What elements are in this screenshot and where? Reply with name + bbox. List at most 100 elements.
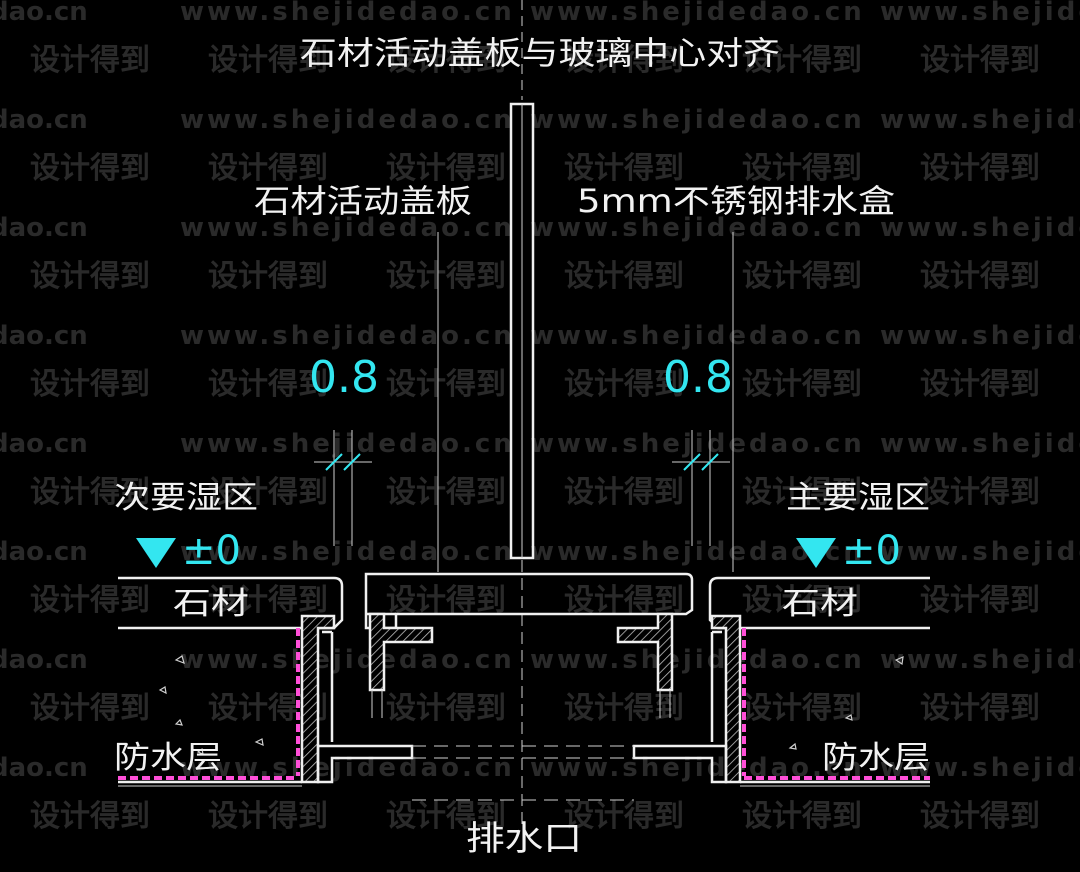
watermark-text: 设计得到: [564, 475, 684, 510]
drain-outlet-label: 排水口: [466, 819, 582, 859]
watermark-text: 设计得到: [208, 151, 328, 186]
watermark-url: dao.cn: [0, 753, 88, 783]
waterproof-left-label: 防水层: [114, 740, 222, 776]
watermark-url: www.shejidedao.cn: [180, 429, 515, 459]
watermark-text: 设计得到: [742, 583, 862, 618]
watermark-url: www.shejidedao.cn: [880, 645, 1080, 675]
watermark-url: www.shejidedao.cn: [880, 429, 1080, 459]
watermark-text: 设计得到: [920, 583, 1040, 618]
watermark-url: www.shejidedao.cn: [880, 537, 1080, 567]
center-axes: [437, 0, 734, 830]
watermark-text: 设计得到: [920, 43, 1040, 78]
watermark-text: 设计得到: [30, 583, 150, 618]
watermark-text: 设计得到: [386, 259, 506, 294]
waterproof-layer-left: [118, 628, 300, 780]
dimension-mark-right: [672, 430, 730, 546]
level-right-value: ±0: [842, 528, 901, 574]
watermark-text: 设计得到: [386, 691, 506, 726]
dimension-right-value: 0.8: [663, 352, 733, 403]
watermark-text: 设计得到: [208, 475, 328, 510]
watermark-text: 设计得到: [742, 367, 862, 402]
watermark-url: www.shejidedao.cn: [530, 0, 865, 27]
stone-right-label: 石材: [782, 586, 858, 622]
watermark-text: 设计得到: [386, 43, 506, 78]
cover-bracket-left: [368, 612, 434, 718]
watermark-text: 设计得到: [742, 475, 862, 510]
watermark-text: 设计得到: [208, 367, 328, 402]
watermark-url: dao.cn: [0, 213, 88, 243]
watermark-text: 设计得到: [920, 799, 1040, 834]
watermark-text: 设计得到: [386, 799, 506, 834]
watermark-text: 设计得到: [386, 151, 506, 186]
watermark-text: 设计得到: [30, 43, 150, 78]
watermark-text: 设计得到: [742, 691, 862, 726]
watermark-text: 设计得到: [208, 43, 328, 78]
drain-box-bottom-dashed: [412, 745, 634, 801]
watermark-text: 设计得到: [386, 367, 506, 402]
watermark-text: 设计得到: [920, 259, 1040, 294]
base-lines: [118, 780, 930, 787]
watermark-text: 设计得到: [564, 691, 684, 726]
watermark-url: www.shejidedao.cn: [530, 213, 865, 243]
watermark-text: 设计得到: [742, 259, 862, 294]
watermark-url: dao.cn: [0, 0, 88, 27]
watermark-layer: dao.cn www.shejidedao.cn www.shejidedao.cn…: [0, 0, 1080, 834]
dimension-mark-left: [314, 430, 372, 546]
watermark-url: www.shejidedao.cn: [880, 213, 1080, 243]
watermark-url: www.shejidedao.cn: [180, 105, 515, 135]
zone-right-label: 主要湿区: [786, 480, 930, 516]
waterproof-right-label: 防水层: [822, 740, 930, 776]
watermark-text: 设计得到: [208, 583, 328, 618]
watermark-url: dao.cn: [0, 429, 88, 459]
watermark-url: dao.cn: [0, 105, 88, 135]
watermark-text: 设计得到: [742, 799, 862, 834]
zone-left-label: 次要湿区: [114, 480, 258, 516]
watermark-url: www.shejidedao.cn: [530, 429, 865, 459]
watermark-url: www.shejidedao.cn: [180, 537, 515, 567]
watermark-url: www.shejidedao.cn: [180, 0, 515, 27]
level-triangle-left-icon: [136, 538, 176, 568]
watermark-text: 设计得到: [920, 151, 1040, 186]
watermark-url: www.shejidedao.cn: [880, 105, 1080, 135]
watermark-text: 设计得到: [30, 799, 150, 834]
watermark-text: 设计得到: [564, 259, 684, 294]
watermark-text: 设计得到: [564, 799, 684, 834]
watermark-text: 设计得到: [208, 799, 328, 834]
watermark-text: 设计得到: [564, 43, 684, 78]
watermark-text: 设计得到: [564, 151, 684, 186]
stone-left-label: 石材: [173, 586, 249, 622]
watermark-url: www.shejidedao.cn: [180, 645, 515, 675]
concrete-aggregate-marks: [158, 655, 904, 755]
watermark-text: 设计得到: [30, 151, 150, 186]
watermark-text: 设计得到: [920, 475, 1040, 510]
watermark-text: 设计得到: [30, 367, 150, 402]
watermark-text: 设计得到: [920, 367, 1040, 402]
top-title: 石材活动盖板与玻璃中心对齐: [300, 34, 780, 72]
watermark-text: 设计得到: [742, 151, 862, 186]
watermark-url: www.shejidedao.cn: [880, 0, 1080, 27]
watermark-text: 设计得到: [30, 475, 150, 510]
cover-label: 石材活动盖板: [254, 182, 472, 220]
glass-panel: [509, 102, 535, 560]
watermark-url: www.shejidedao.cn: [880, 321, 1080, 351]
watermark-url: dao.cn: [0, 645, 88, 675]
watermark-text: 设计得到: [30, 259, 150, 294]
watermark-text: 设计得到: [742, 43, 862, 78]
watermark-url: www.shejidedao.cn: [180, 213, 515, 243]
watermark-url: www.shejidedao.cn: [180, 321, 515, 351]
box-label: 5mm不锈钢排水盒: [577, 182, 895, 220]
watermark-text: 设计得到: [208, 259, 328, 294]
cover-bracket-right: [616, 612, 674, 718]
watermark-text: 设计得到: [30, 691, 150, 726]
watermark-url: www.shejidedao.cn: [530, 321, 865, 351]
dimension-left-value: 0.8: [309, 352, 379, 403]
waterproof-layer-right: [742, 628, 930, 780]
watermark-url: www.shejidedao.cn: [530, 105, 865, 135]
watermark-text: 设计得到: [386, 475, 506, 510]
watermark-text: 设计得到: [920, 691, 1040, 726]
stone-slab-left: [118, 576, 344, 630]
watermark-text: 设计得到: [564, 583, 684, 618]
watermark-text: 设计得到: [386, 583, 506, 618]
stone-slab-right: [708, 576, 930, 630]
